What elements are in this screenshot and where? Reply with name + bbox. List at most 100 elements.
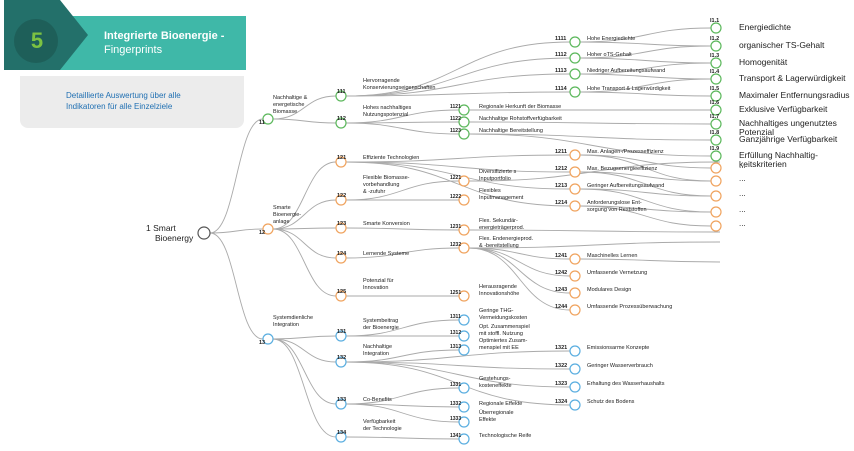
l3-label-1123-line-1: Nachhaltige Bereitstellung	[479, 128, 543, 134]
indicator-label-0-line-1: Energiedichte	[739, 22, 791, 32]
l4-node-1242	[569, 270, 581, 282]
indicator-label-7-line-1: Ganzjährige Verfügbarkeit	[739, 134, 838, 144]
l4-code-1112: 1112	[555, 52, 567, 58]
l4-label-1214-line-1: Anforderungslose Ent-	[587, 200, 642, 206]
l2-label-132-line-2: Integration	[363, 351, 389, 357]
l2-label-134-line-1: Verfügbarkeit	[363, 419, 396, 425]
l4-code-1114: 1114	[555, 86, 568, 92]
edge-to-l4-1	[345, 41, 571, 97]
edge-trail-3	[468, 161, 721, 182]
l4-node-1212	[569, 166, 581, 178]
edge-to-l4-16	[345, 361, 571, 406]
l2-code-121: 121	[337, 155, 346, 161]
l4-node-1322	[569, 363, 581, 375]
indicator-node-6	[710, 118, 722, 130]
indicator-label-3-line-1: Transport & Lagerwürdigkeit	[739, 73, 846, 83]
l3-label-1222-line-2: Inputmanagement	[479, 195, 524, 201]
l2-label-134-line-2: der Technologie	[363, 426, 402, 432]
l3-node-1221	[458, 175, 470, 187]
ellipsis-node-2	[710, 175, 722, 187]
edge-l1-l2-6	[272, 228, 337, 259]
edge-to-l4-12	[468, 247, 571, 311]
l4-label-1242-line-1: Umfassende Vernetzung	[587, 270, 647, 276]
edge-to-l4-13	[345, 350, 571, 363]
l2-label-122-line-1: Flexible Biomasse-	[363, 175, 410, 181]
l2-code-133: 133	[337, 397, 346, 403]
l3-code-1221: 1221	[450, 175, 461, 181]
l3-node-1311	[458, 314, 470, 326]
l3-code-1313: 1313	[450, 344, 461, 350]
l2-node-111	[335, 90, 347, 102]
l1-code-13: 13	[259, 340, 265, 346]
edge-l1-l2-1	[272, 95, 337, 120]
l2-code-112: 112	[337, 116, 346, 122]
ellipsis-label-2: ...	[739, 174, 746, 183]
l3-code-1123: 1123	[450, 128, 461, 134]
l2-label-125-line-2: Innovation	[363, 285, 388, 291]
l3-node-1341	[458, 433, 470, 445]
l1-label-12-line-3: anlage	[273, 219, 290, 225]
ellipsis-node-5	[710, 220, 722, 232]
header-title: Integrierte Bioenergie -	[104, 30, 225, 42]
l3-code-1222: 1222	[450, 194, 461, 200]
indicator-node-7	[710, 134, 722, 146]
edge-trail-1	[468, 229, 721, 233]
l2-node-125	[335, 290, 347, 302]
edge-l2-l3-4	[345, 180, 460, 201]
edge-l1-l2-4	[272, 199, 337, 230]
ellipsis-label-4: ...	[739, 205, 746, 214]
l4-code-1323: 1323	[555, 381, 567, 387]
edge-to-l4-6	[345, 161, 571, 173]
edge-to-l4-14	[345, 361, 571, 370]
l2-node-134	[335, 431, 347, 443]
edge-to-l4-8	[345, 161, 571, 207]
indicator-code-3: I1.4	[710, 69, 720, 75]
l3-code-1333: 1333	[450, 416, 461, 422]
l3-node-1332	[458, 401, 470, 413]
edge-l4-indicator-2	[579, 45, 712, 59]
l4-label-1213-line-1: Geringer Aufbereitungsaufwand	[587, 183, 664, 189]
l4-label-1244-line-1: Umfassende Prozessüberwachung	[587, 304, 672, 310]
edge-l4-ellipsis-alt-4	[579, 205, 712, 227]
root-label-2: Bioenergy	[155, 233, 194, 243]
l3-label-1222-line-1: Flexibles	[479, 188, 501, 194]
edge-l2-l3-6	[345, 227, 460, 231]
edge-l1-l2-10	[272, 338, 337, 405]
indicator-label-6-line-2: Potenzial	[739, 127, 774, 137]
l2-node-122	[335, 194, 347, 206]
indicator-node-5	[710, 104, 722, 116]
l4-label-1111-line-1: Hohe Energiedichte	[587, 36, 635, 42]
indicator-label-8-line-1: Erfüllung Nachhaltig-	[739, 150, 818, 160]
indicator-code-5: I1.6	[710, 100, 719, 106]
indicator-label-8-line-2: keitskriterien	[739, 159, 787, 169]
l3-label-1122-line-1: Nachhaltige Rohstoffverfügbarkeit	[479, 116, 562, 122]
l3-code-1312: 1312	[450, 330, 461, 336]
l1-label-12-line-2: Bioenergie-	[273, 212, 301, 218]
l4-node-1241	[569, 253, 581, 265]
ellipsis-label-1: ...	[739, 161, 746, 170]
l1-node-13	[262, 333, 274, 345]
edge-l4-ellipsis-alt-1	[579, 154, 712, 182]
l1-label-11-line-1: Nachhaltige &	[273, 95, 308, 101]
indicator-code-2: I1.3	[710, 53, 719, 59]
l2-code-124: 124	[337, 251, 347, 257]
edge-l4-indicator-3	[579, 62, 712, 75]
ellipsis-label-3: ...	[739, 189, 746, 198]
l4-code-1211: 1211	[555, 149, 567, 155]
l2-node-121	[335, 156, 347, 168]
ellipsis-node-1	[710, 162, 722, 174]
l3-code-1332: 1332	[450, 401, 461, 407]
l3-node-1251	[458, 290, 470, 302]
edge-l4-indicator-alt-1	[579, 41, 712, 47]
edge-root-l1-1	[209, 118, 264, 234]
l2-label-111-line-1: Hervorragende	[363, 78, 400, 84]
indicator-code-1: I1.2	[710, 36, 719, 42]
l2-code-132: 132	[337, 355, 346, 361]
l4-node-1213	[569, 183, 581, 195]
edge-l4-ellipsis-3	[579, 188, 712, 197]
l1-node-12	[262, 223, 274, 235]
indicator-code-6: I1.7	[710, 114, 719, 120]
ellipsis-label-5: ...	[739, 219, 746, 228]
l4-node-1243	[569, 287, 581, 299]
edge-l3-indicator-9	[468, 133, 712, 157]
